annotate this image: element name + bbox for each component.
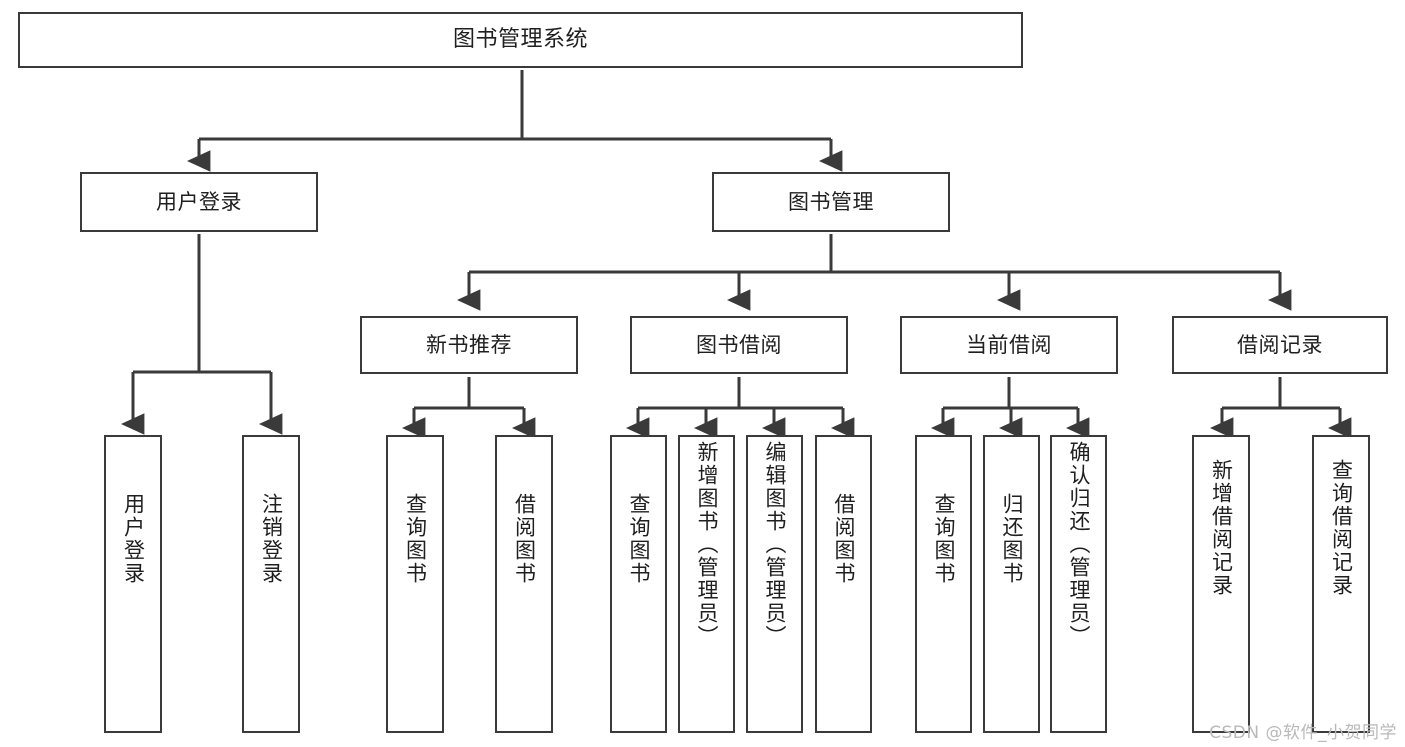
leaf-new-book-0-label: 查询图书 bbox=[403, 493, 428, 585]
leaf-current-borrow-0[interactable]: 查询图书 bbox=[915, 435, 972, 733]
leaf-borrow-records-0[interactable]: 新增借阅记录 bbox=[1192, 435, 1250, 733]
node-new-book-recommend-label: 新书推荐 bbox=[426, 332, 512, 357]
leaf-new-book-1-label: 借阅图书 bbox=[512, 493, 537, 585]
node-user-login-label: 用户登录 bbox=[156, 189, 242, 214]
leaf-book-borrow-2[interactable]: 编辑图书（管理员） bbox=[746, 435, 803, 733]
node-user-login[interactable]: 用户登录 bbox=[80, 172, 318, 232]
leaf-current-borrow-2-label: 确认归还（管理员） bbox=[1067, 441, 1092, 648]
leaf-book-borrow-3[interactable]: 借阅图书 bbox=[815, 435, 872, 733]
leaf-user-login-0[interactable]: 用户登录 bbox=[104, 435, 162, 733]
leaf-borrow-records-1[interactable]: 查询借阅记录 bbox=[1312, 435, 1370, 733]
node-current-borrow-label: 当前借阅 bbox=[966, 332, 1052, 357]
leaf-book-borrow-0[interactable]: 查询图书 bbox=[610, 435, 667, 733]
leaf-new-book-1[interactable]: 借阅图书 bbox=[495, 435, 553, 733]
leaf-current-borrow-1[interactable]: 归还图书 bbox=[983, 435, 1040, 733]
node-current-borrow[interactable]: 当前借阅 bbox=[900, 316, 1118, 374]
node-root-label: 图书管理系统 bbox=[452, 27, 588, 53]
leaf-book-borrow-1-label: 新增图书（管理员） bbox=[695, 441, 720, 648]
node-new-book-recommend[interactable]: 新书推荐 bbox=[360, 316, 578, 374]
node-book-borrow[interactable]: 图书借阅 bbox=[630, 316, 848, 374]
node-root[interactable]: 图书管理系统 bbox=[18, 12, 1023, 68]
csdn-watermark: CSDN @软件_小贺同学 bbox=[1209, 723, 1397, 743]
leaf-new-book-0[interactable]: 查询图书 bbox=[386, 435, 444, 733]
node-borrow-records[interactable]: 借阅记录 bbox=[1172, 316, 1388, 374]
leaf-current-borrow-2[interactable]: 确认归还（管理员） bbox=[1050, 435, 1107, 733]
node-book-management[interactable]: 图书管理 bbox=[712, 172, 950, 232]
leaf-user-login-1[interactable]: 注销登录 bbox=[242, 435, 300, 733]
node-book-management-label: 图书管理 bbox=[788, 189, 874, 214]
leaf-book-borrow-1[interactable]: 新增图书（管理员） bbox=[678, 435, 735, 733]
leaf-borrow-records-0-label: 新增借阅记录 bbox=[1209, 459, 1234, 597]
leaf-current-borrow-1-label: 归还图书 bbox=[1000, 493, 1025, 585]
leaf-current-borrow-0-label: 查询图书 bbox=[932, 493, 957, 585]
leaf-book-borrow-2-label: 编辑图书（管理员） bbox=[763, 441, 788, 648]
leaf-book-borrow-0-label: 查询图书 bbox=[627, 493, 652, 585]
node-book-borrow-label: 图书借阅 bbox=[696, 332, 782, 357]
leaf-borrow-records-1-label: 查询借阅记录 bbox=[1329, 459, 1354, 597]
leaf-user-login-0-label: 用户登录 bbox=[121, 493, 146, 585]
leaf-user-login-1-label: 注销登录 bbox=[259, 493, 284, 585]
leaf-book-borrow-3-label: 借阅图书 bbox=[832, 493, 857, 585]
node-borrow-records-label: 借阅记录 bbox=[1237, 332, 1323, 357]
